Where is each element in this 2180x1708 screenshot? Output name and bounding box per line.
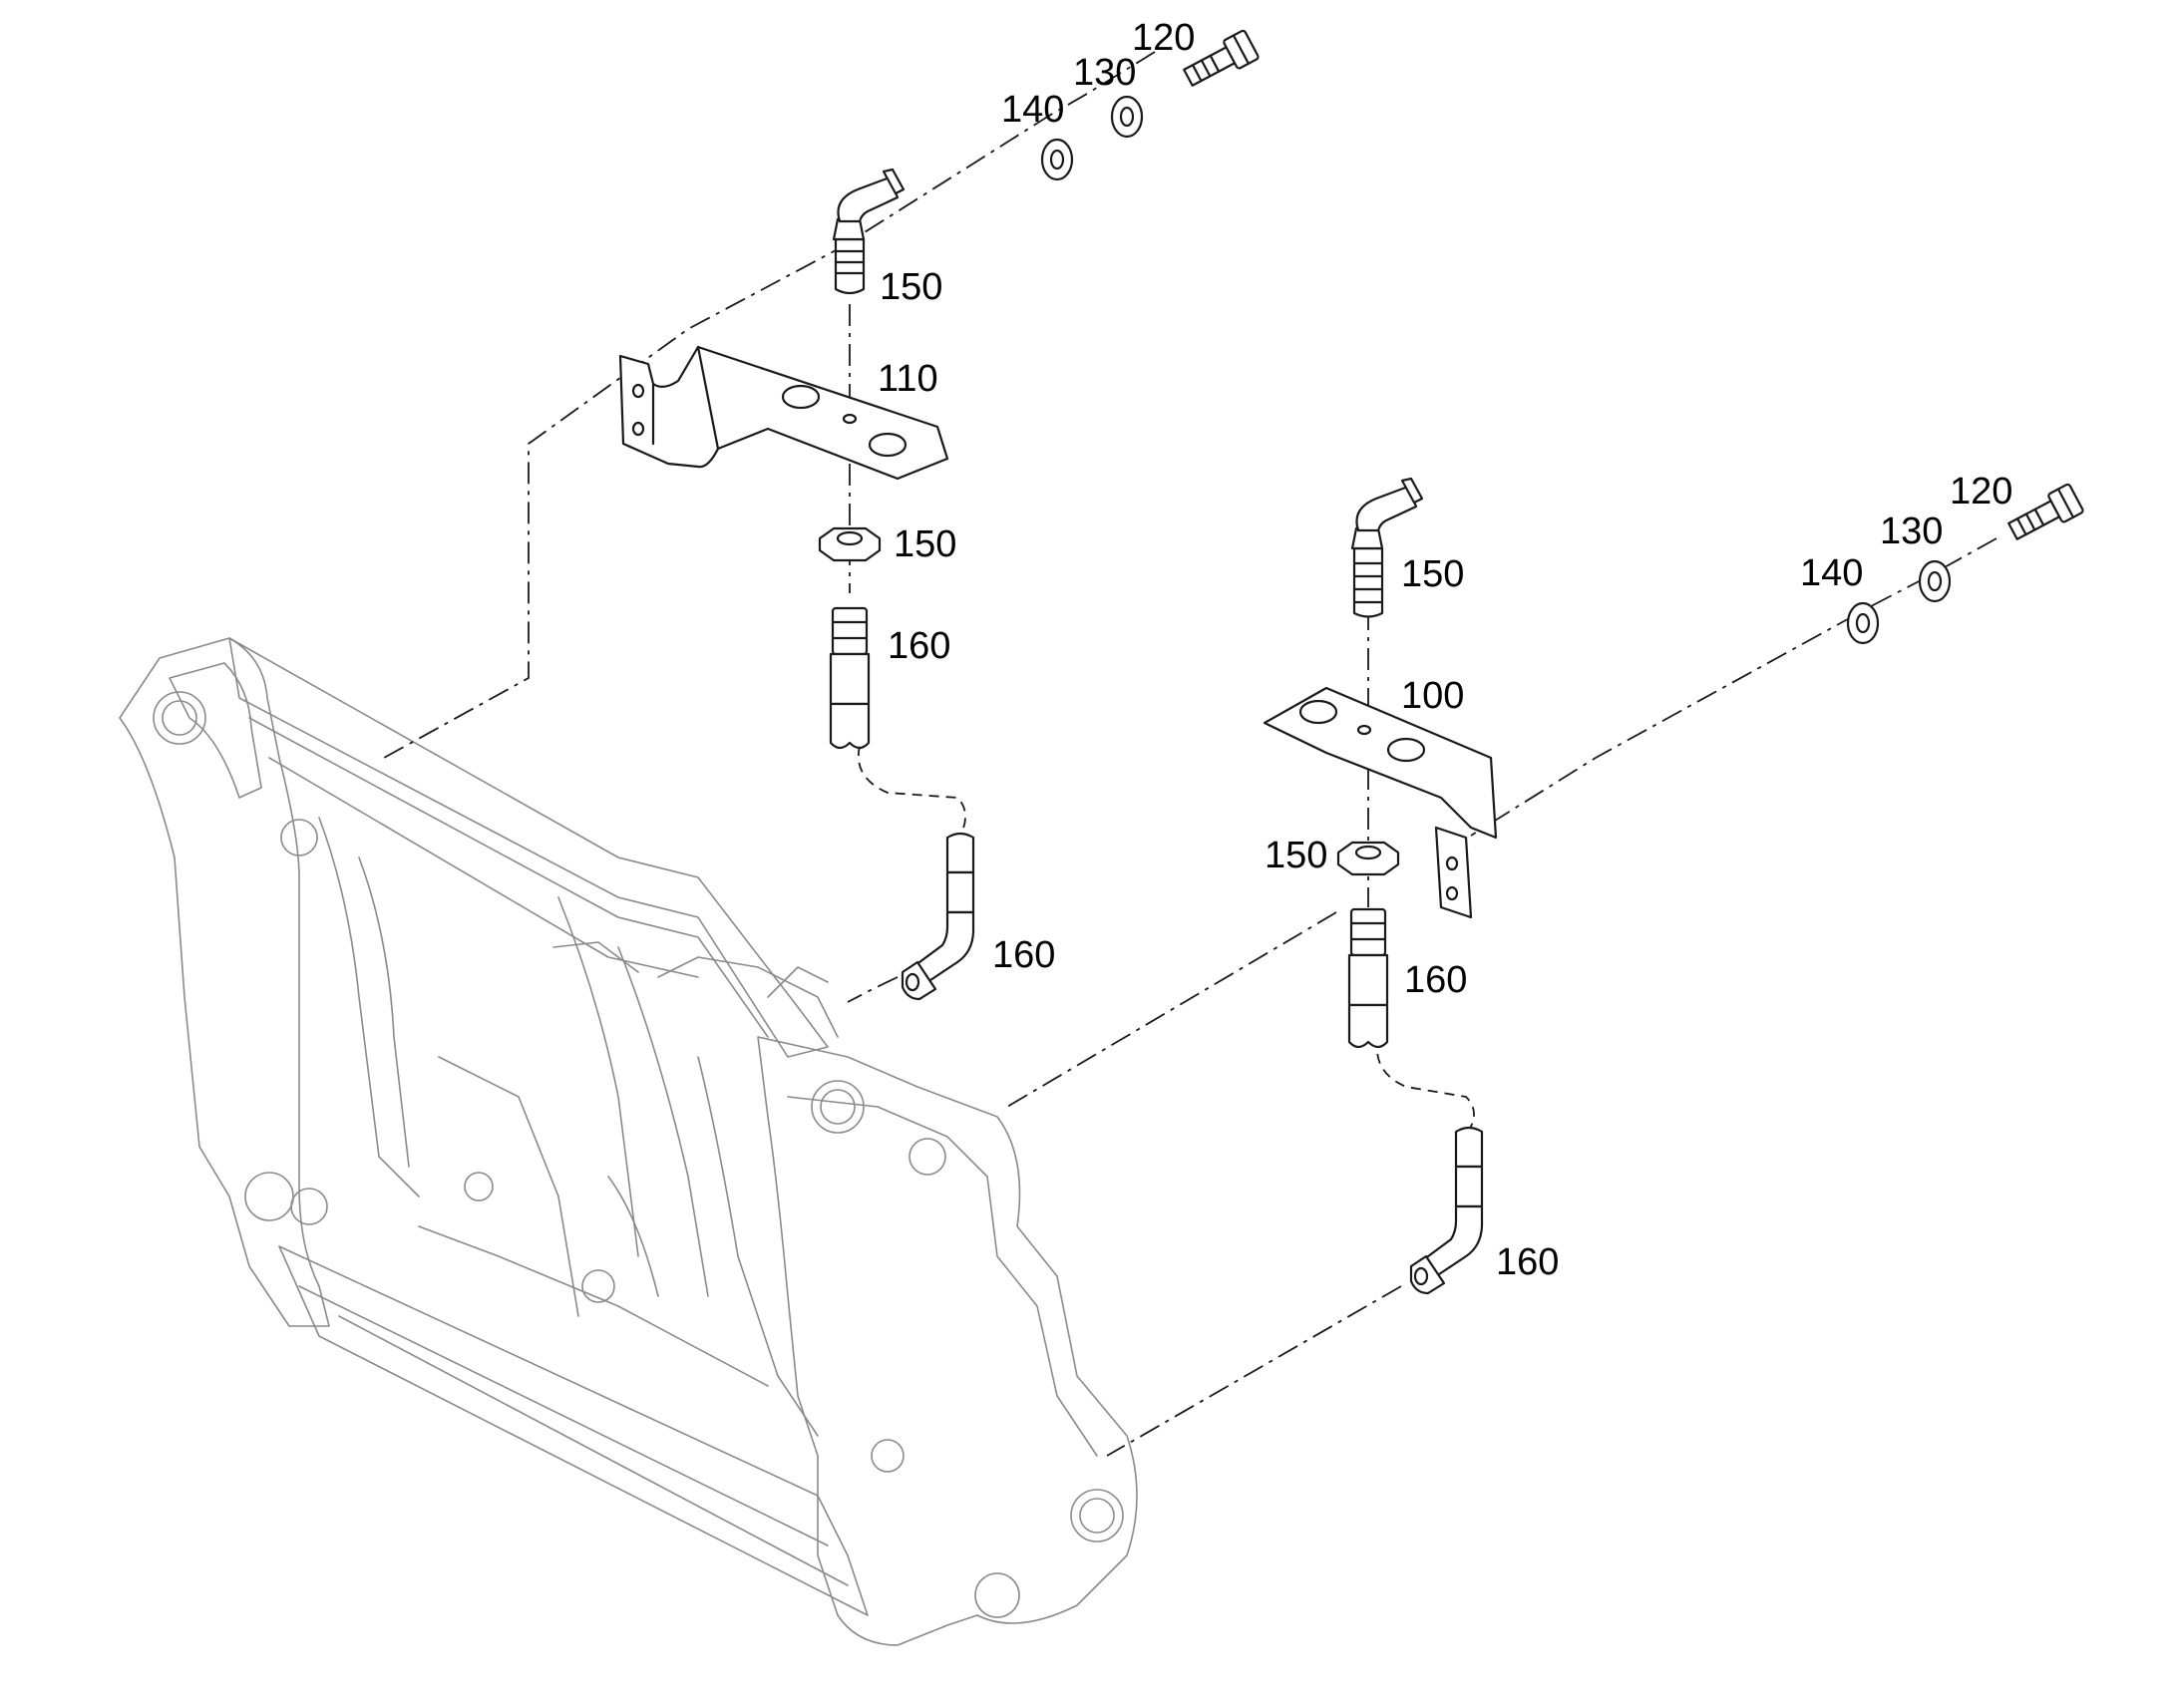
callout-left-flatwasher: 140 — [1001, 89, 1064, 131]
right-assembly — [1263, 477, 2084, 1295]
callout-left-bracket: 110 — [878, 358, 938, 400]
callout-right-elbow: 150 — [1401, 553, 1464, 595]
axis-left-bolt-line — [383, 51, 1156, 759]
bracket-100 — [1263, 686, 1498, 919]
washer-lockwasher-left — [1110, 95, 1144, 139]
left-assembly — [618, 29, 1260, 1001]
hose-upper-right — [1347, 907, 1389, 1049]
nut-left — [818, 526, 882, 562]
callout-right-hose-lower: 160 — [1496, 1241, 1559, 1283]
washer-flat-left — [1040, 138, 1074, 181]
callout-left-elbow: 150 — [880, 266, 942, 308]
callout-left-hose-upper: 160 — [888, 625, 950, 667]
callout-right-bolt: 120 — [1950, 471, 2012, 512]
washer-flat-right — [1846, 601, 1880, 645]
axis-right-frame-line — [1006, 911, 1337, 1108]
elbow-fitting-left — [832, 168, 906, 295]
hose-lower-left — [901, 832, 975, 1001]
axis-right-pipe-to-frame-line — [1106, 1285, 1402, 1457]
callout-right-hose-upper: 160 — [1404, 959, 1467, 1001]
callout-left-hose-lower: 160 — [992, 934, 1055, 976]
axis-left-pipe-line — [858, 745, 966, 839]
hose-lower-right — [1409, 1126, 1484, 1295]
callout-left-bolt: 120 — [1132, 17, 1195, 59]
callout-right-bracket: 100 — [1401, 675, 1464, 717]
bracket-110 — [618, 345, 949, 481]
callout-right-lockwasher: 130 — [1880, 511, 1943, 552]
callout-right-nut: 150 — [1265, 835, 1327, 876]
callout-left-lockwasher: 130 — [1073, 52, 1136, 94]
assembly-lines — [383, 51, 1998, 1457]
axis-right-pipe-line — [1376, 1036, 1475, 1133]
washer-lockwasher-right — [1918, 559, 1952, 603]
axis-left-pipe-to-frame-line — [847, 976, 899, 1003]
bolt-left — [1183, 29, 1260, 87]
axis-right-bolt-line — [1470, 537, 1998, 837]
callout-right-flatwasher: 140 — [1800, 552, 1863, 594]
elbow-fitting-right — [1350, 477, 1424, 618]
nut-right — [1336, 841, 1400, 876]
callout-left-nut: 150 — [894, 523, 956, 565]
callout-labels: 120 130 140 150 110 150 160 160 120 130 … — [878, 17, 2012, 1283]
bolt-right — [2007, 483, 2084, 540]
hose-upper-left — [829, 606, 871, 750]
main-frame — [119, 637, 1138, 1646]
